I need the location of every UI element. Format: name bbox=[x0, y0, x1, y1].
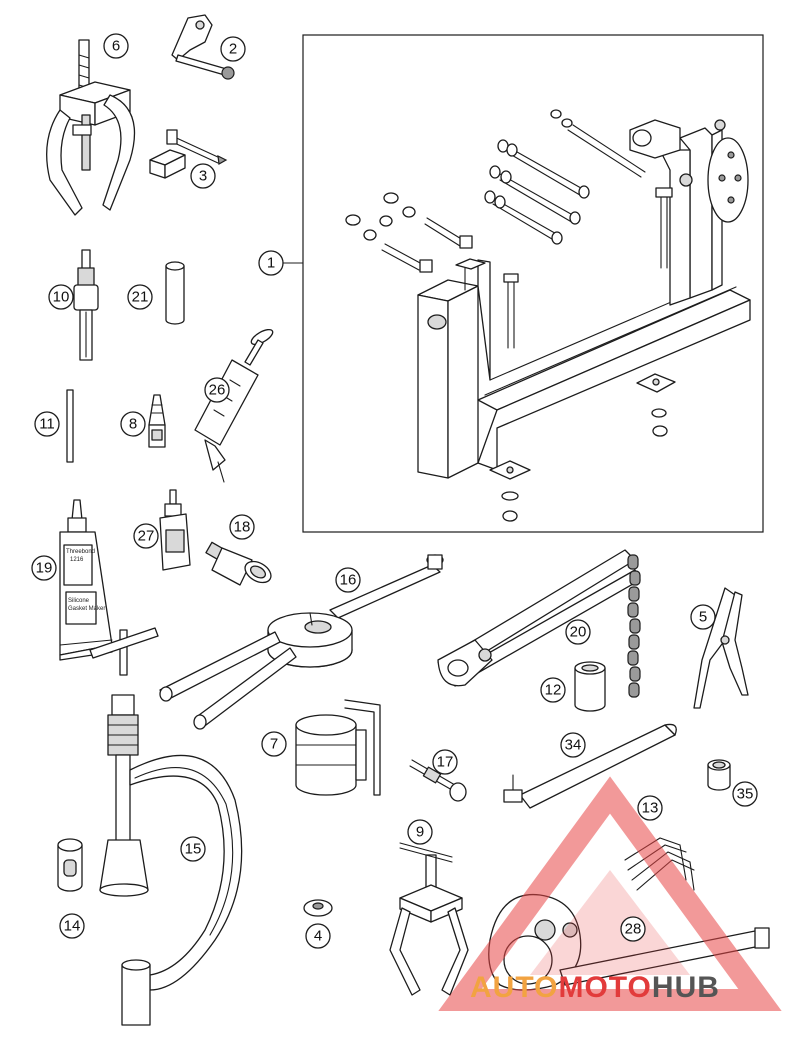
callout-11: 11 bbox=[34, 411, 60, 437]
package-text-line1: Threebond bbox=[66, 549, 95, 555]
svg-text:17: 17 bbox=[437, 754, 454, 771]
engine-work-stand bbox=[345, 109, 751, 522]
tool-13-hex-key-set bbox=[624, 837, 695, 891]
svg-text:28: 28 bbox=[625, 921, 642, 938]
svg-text:7: 7 bbox=[270, 736, 278, 753]
tool-11-drift-pin bbox=[66, 389, 74, 463]
svg-text:9: 9 bbox=[416, 824, 424, 841]
tool-20-chain-clamp bbox=[437, 549, 641, 698]
svg-text:18: 18 bbox=[234, 519, 251, 536]
svg-text:20: 20 bbox=[570, 624, 587, 641]
callout-2: 2 bbox=[220, 36, 246, 62]
svg-text:21: 21 bbox=[132, 289, 149, 306]
callout-6: 6 bbox=[103, 33, 129, 59]
tool-12-bushing bbox=[574, 661, 606, 712]
svg-text:3: 3 bbox=[199, 168, 207, 185]
callout-5: 5 bbox=[690, 604, 716, 630]
svg-text:16: 16 bbox=[340, 572, 357, 589]
callout-4: 4 bbox=[305, 923, 331, 949]
callout-28: 28 bbox=[620, 916, 646, 942]
tool-15-valve-spring-compressor bbox=[89, 627, 243, 1026]
stand-bolts bbox=[345, 109, 646, 273]
tool-4-washer bbox=[303, 899, 333, 917]
svg-text:13: 13 bbox=[642, 800, 659, 817]
tool-35-socket bbox=[707, 759, 731, 791]
package-text-line4: Gasket Maker bbox=[68, 606, 105, 612]
callout-18: 18 bbox=[229, 514, 255, 540]
callout-8: 8 bbox=[120, 411, 146, 437]
svg-text:26: 26 bbox=[209, 382, 226, 399]
tool-21-sleeve bbox=[165, 261, 185, 325]
svg-text:8: 8 bbox=[129, 416, 137, 433]
watermark-word-hub: HUB bbox=[652, 971, 720, 1004]
tool-6-bearing-puller bbox=[46, 39, 136, 216]
tool-34-hook-wrench bbox=[503, 723, 677, 809]
svg-text:1: 1 bbox=[267, 255, 275, 272]
callout-12: 12 bbox=[540, 677, 566, 703]
callout-15: 15 bbox=[180, 836, 206, 862]
tool-18-socket-adapter bbox=[205, 541, 272, 586]
callout-34: 34 bbox=[560, 732, 586, 758]
tool-9-gear-puller bbox=[389, 842, 469, 996]
watermark-text: AUTOMOTOHUB bbox=[470, 971, 720, 1004]
callout-17: 17 bbox=[432, 749, 458, 775]
engine-stand-frame-box bbox=[302, 34, 764, 533]
tool-3-holding-pin bbox=[149, 129, 228, 179]
tool-26-syringe bbox=[194, 328, 274, 483]
svg-text:6: 6 bbox=[112, 38, 120, 55]
callout-1: 1 bbox=[258, 250, 284, 276]
watermark-word-auto: AUTO bbox=[470, 971, 558, 1004]
svg-text:11: 11 bbox=[39, 416, 55, 433]
callout-26: 26 bbox=[204, 377, 230, 403]
callout-7: 7 bbox=[261, 731, 287, 757]
svg-text:19: 19 bbox=[36, 560, 53, 577]
svg-text:34: 34 bbox=[565, 737, 582, 754]
callout-10: 10 bbox=[48, 284, 74, 310]
callout-27: 27 bbox=[133, 523, 159, 549]
tool-2-crankshaft-lock bbox=[171, 14, 235, 80]
callout-19: 19 bbox=[31, 555, 57, 581]
callout-3: 3 bbox=[190, 163, 216, 189]
tool-10-slide-hammer bbox=[73, 249, 99, 361]
tool-7-piston-ring-compressor bbox=[295, 699, 381, 796]
watermark-logo: AUTOMOTOHUB bbox=[438, 776, 782, 1011]
svg-text:5: 5 bbox=[699, 609, 707, 626]
callout-16: 16 bbox=[335, 567, 361, 593]
svg-text:27: 27 bbox=[138, 528, 155, 545]
callout-13: 13 bbox=[637, 795, 663, 821]
svg-text:14: 14 bbox=[64, 918, 81, 935]
callout-14: 14 bbox=[59, 913, 85, 939]
svg-text:35: 35 bbox=[737, 786, 754, 803]
svg-text:4: 4 bbox=[314, 928, 322, 945]
tool-16-flywheel-holder bbox=[159, 554, 444, 730]
watermark-triangle-icon bbox=[438, 776, 782, 1011]
tool-19-gasket-maker-tube: Threebond 1216 Silicone Gasket Maker bbox=[59, 499, 113, 661]
svg-text:15: 15 bbox=[185, 841, 202, 858]
callout-20: 20 bbox=[565, 619, 591, 645]
tool-5-circlip-pliers bbox=[693, 587, 749, 709]
callout-35: 35 bbox=[732, 781, 758, 807]
tool-17-adapter-screw bbox=[409, 759, 467, 802]
callout-9: 9 bbox=[407, 819, 433, 845]
svg-text:12: 12 bbox=[545, 682, 562, 699]
callout-21: 21 bbox=[127, 284, 153, 310]
package-text-line3: Silicone bbox=[68, 598, 90, 604]
package-text-line2: 1216 bbox=[70, 557, 84, 563]
svg-text:2: 2 bbox=[229, 41, 237, 58]
chain-links bbox=[627, 554, 641, 698]
tool-27-sealant-bottle bbox=[159, 489, 191, 571]
tool-14-adapter bbox=[57, 838, 83, 892]
watermark-word-moto: MOTO bbox=[558, 971, 651, 1004]
svg-text:10: 10 bbox=[53, 289, 70, 306]
tool-8-threadlocker-bottle bbox=[148, 394, 166, 448]
